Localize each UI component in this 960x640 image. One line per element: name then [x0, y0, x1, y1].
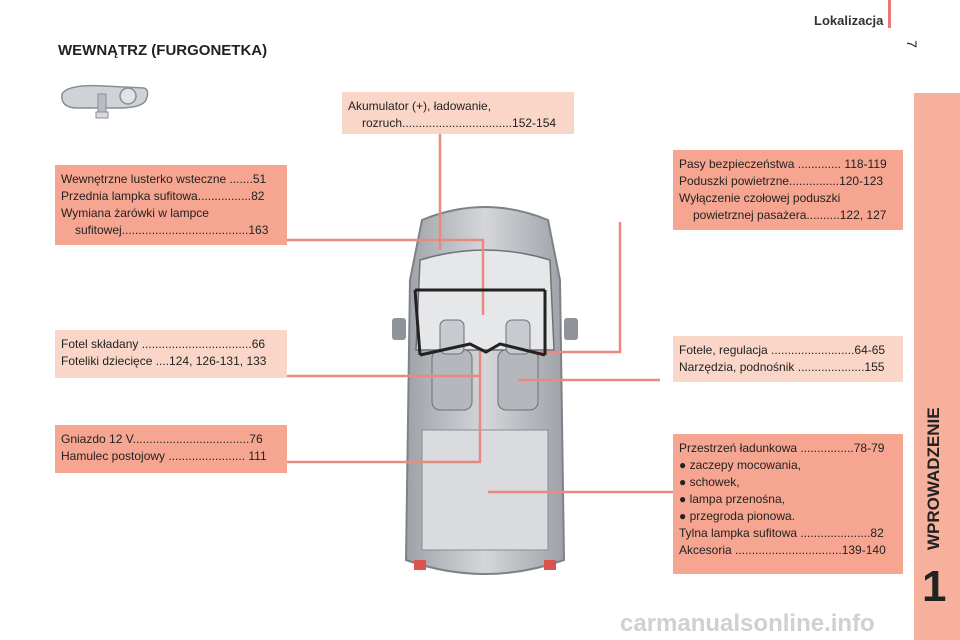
battery-info-box: Akumulator (+), ładowanie, rozruch......…: [342, 92, 574, 134]
chapter-number: 1: [922, 562, 947, 611]
seats-info-box: Fotele, regulacja ......................…: [673, 336, 903, 382]
seats-line-1: Fotele, regulacja ......................…: [679, 343, 886, 357]
mirror-info-box: Wewnętrzne lusterko wsteczne .......51 P…: [55, 165, 287, 245]
folding-seat-line-2: Foteliki dziecięce ....124, 126-131, 133: [61, 354, 267, 368]
mirror-line-4: sufitowej...............................…: [75, 223, 269, 237]
socket-line-1: Gniazdo 12 V............................…: [61, 432, 263, 446]
cargo-line-1: Przestrzeń ładunkowa ................78-…: [679, 441, 885, 455]
page-header-title: Lokalizacja: [814, 13, 884, 28]
mirror-line-1: Wewnętrzne lusterko wsteczne .......51: [61, 172, 267, 186]
socket-info-box: Gniazdo 12 V............................…: [55, 425, 287, 473]
mirror-line-2: Przednia lampka sufitowa................…: [61, 189, 265, 203]
cargo-line-3: ● schowek,: [679, 475, 740, 489]
seatbelts-line-1: Pasy bezpieczeństwa ............. 118-11…: [679, 157, 887, 171]
van-top-view-illustration: [392, 206, 578, 575]
cargo-line-2: ● zaczepy mocowania,: [679, 458, 801, 472]
cargo-info-box: Przestrzeń ładunkowa ................78-…: [673, 434, 903, 574]
section-title: WEWNĄTRZ (FURGONETKA): [58, 42, 268, 59]
socket-line-2: Hamulec postojowy ......................…: [61, 449, 267, 463]
cargo-line-4: ● lampa przenośna,: [679, 492, 785, 506]
header-divider: [888, 0, 891, 28]
seats-line-2: Narzędzia, podnośnik ...................…: [679, 360, 885, 374]
seatbelts-line-3: Wyłączenie czołowej poduszki: [679, 191, 841, 205]
seatbelts-line-2: Poduszki powietrzne...............120-12…: [679, 174, 884, 188]
cargo-line-6: Tylna lampka sufitowa ..................…: [679, 526, 884, 540]
cargo-line-5: ● przegroda pionowa.: [679, 509, 795, 523]
battery-line-1: Akumulator (+), ładowanie,: [348, 99, 492, 113]
seatbelts-line-4: powietrznej pasażera..........122, 127: [693, 208, 887, 222]
mirror-line-3: Wymiana żarówki w lampce: [61, 206, 209, 220]
folding-seat-line-1: Fotel składany .........................…: [61, 337, 266, 351]
seatbelts-info-box: Pasy bezpieczeństwa ............. 118-11…: [673, 150, 903, 230]
battery-line-2: rozruch.................................…: [362, 116, 557, 130]
mirror-illustration: [61, 84, 149, 119]
folding-seat-info-box: Fotel składany .........................…: [55, 330, 287, 378]
watermark-text: carmanualsonline.info: [620, 610, 875, 637]
cargo-line-7: Akcesoria ..............................…: [679, 543, 886, 557]
chapter-side-tab: [914, 93, 960, 640]
